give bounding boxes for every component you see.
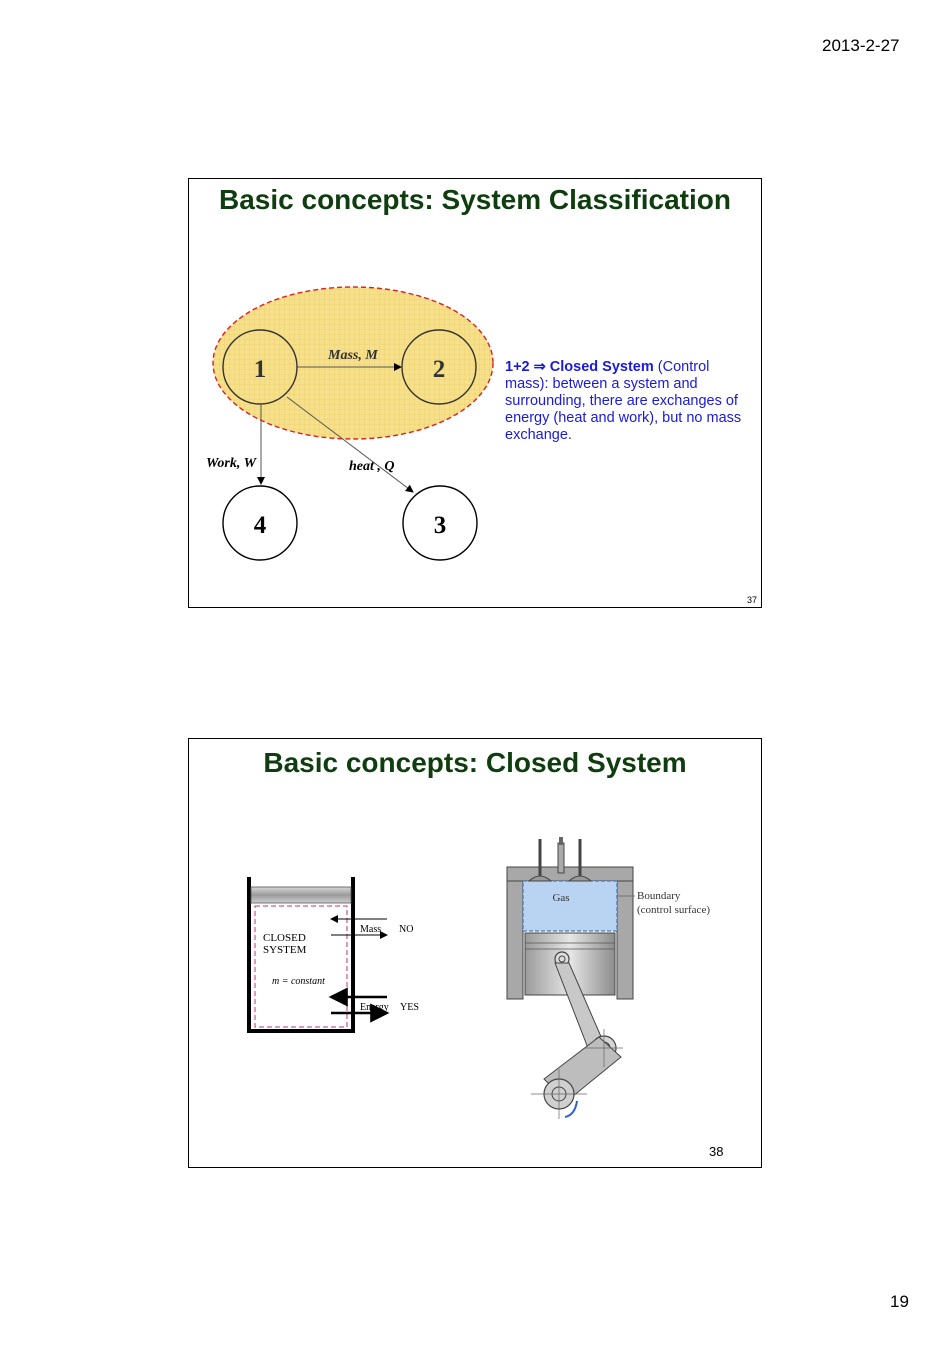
node-4-label: 4 bbox=[254, 512, 267, 539]
piston-cylinder bbox=[506, 837, 635, 1119]
description-lead: 1+2 ⇒ Closed System bbox=[505, 359, 654, 375]
slide-system-classification: Basic concepts: System Classification 1 … bbox=[188, 178, 762, 608]
gas-label: Gas bbox=[552, 892, 569, 904]
node-3 bbox=[402, 485, 478, 561]
slide-title: Basic concepts: System Classification bbox=[219, 184, 731, 215]
boundary-label-1: Boundary bbox=[637, 890, 681, 902]
node-1 bbox=[222, 329, 298, 405]
page-number: 19 bbox=[890, 1292, 909, 1311]
boundary-label-2: (control surface) bbox=[637, 904, 710, 916]
work-label: Work, W bbox=[206, 456, 258, 471]
slide-closed-system: Basic concepts: Closed System CLOS bbox=[188, 738, 762, 1168]
description-rest: (Control mass): between a system and sur… bbox=[505, 359, 742, 443]
closed-label-1: CLOSED bbox=[263, 932, 306, 944]
heat-arrow bbox=[286, 396, 414, 493]
energy-label: Energy bbox=[360, 1002, 389, 1013]
closed-system-figures: CLOSED SYSTEM m = constant Mass NO Energ… bbox=[247, 837, 710, 1119]
node-3-label: 3 bbox=[434, 512, 447, 539]
node-2 bbox=[401, 329, 477, 405]
node-2-label: 2 bbox=[433, 356, 446, 383]
system-diagram: 1 2 3 4 Mass, M Work, W heat , Q bbox=[206, 286, 494, 561]
node-4 bbox=[222, 485, 298, 561]
closed-label-2: SYSTEM bbox=[263, 944, 307, 956]
closed-container bbox=[247, 877, 390, 1033]
slide-number: 38 bbox=[709, 1144, 724, 1159]
node-1-label: 1 bbox=[254, 356, 267, 383]
closed-system-description: 1+2 ⇒ Closed System (Control mass): betw… bbox=[505, 359, 755, 444]
page-date: 2013-2-27 bbox=[822, 36, 900, 55]
mass-label: Mass, M bbox=[327, 348, 378, 363]
heat-label: heat , Q bbox=[349, 459, 395, 474]
energy-value: YES bbox=[400, 1002, 419, 1013]
slide-number: 37 bbox=[747, 595, 758, 605]
mass-constant-formula: m = constant bbox=[272, 976, 325, 987]
mass-value: NO bbox=[399, 924, 413, 935]
slide-title: Basic concepts: Closed System bbox=[263, 747, 687, 778]
mass-label: Mass bbox=[360, 924, 381, 935]
